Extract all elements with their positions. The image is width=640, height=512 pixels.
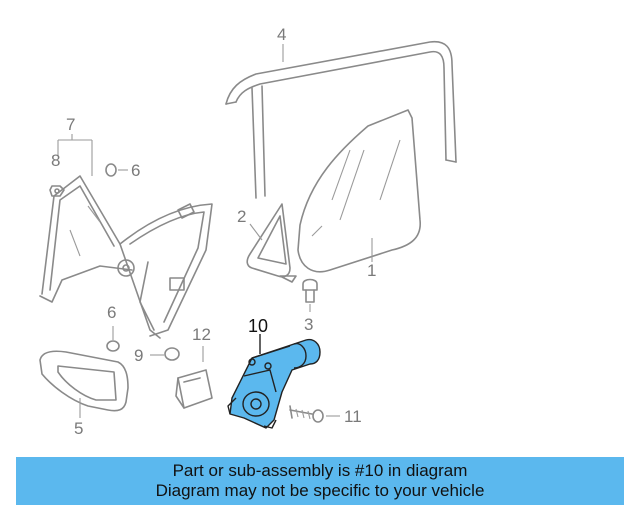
window-motor-10[interactable]: [227, 338, 321, 429]
door-panel-5[interactable]: [39, 350, 129, 412]
callout-line-2: [249, 223, 263, 241]
info-banner: Part or sub-assembly is #10 in diagram D…: [16, 457, 624, 505]
window-regulator[interactable]: [39, 175, 213, 339]
clip-6-upper[interactable]: [105, 163, 117, 177]
nut-8[interactable]: [49, 185, 65, 197]
banner-line-1: Part or sub-assembly is #10 in diagram: [172, 461, 468, 480]
callout-9: 9: [134, 346, 143, 365]
control-module-12[interactable]: [175, 369, 213, 409]
callout-6-upper: 6: [131, 161, 140, 180]
screw-11[interactable]: [289, 405, 324, 423]
callout-11: 11: [344, 407, 362, 426]
callout-1: 1: [367, 261, 376, 280]
callout-7: 7: [66, 115, 75, 134]
callout-12: 12: [192, 325, 211, 344]
clip-6-lower[interactable]: [106, 340, 120, 352]
door-glass[interactable]: [297, 109, 421, 273]
quarter-glass[interactable]: [246, 203, 297, 283]
bolt-3[interactable]: [302, 278, 318, 303]
callout-2: 2: [237, 207, 246, 226]
callout-8: 8: [51, 151, 60, 170]
callout-4: 4: [277, 25, 286, 44]
callout-6-lower: 6: [107, 303, 116, 322]
callout-5: 5: [74, 419, 83, 438]
door-frame-molding[interactable]: [225, 40, 457, 199]
grommet-9[interactable]: [164, 347, 180, 361]
callout-10: 10: [248, 316, 268, 336]
callout-bracket-7: [57, 134, 93, 176]
banner-line-2: Diagram may not be specific to your vehi…: [155, 481, 485, 500]
callout-3: 3: [304, 315, 313, 334]
